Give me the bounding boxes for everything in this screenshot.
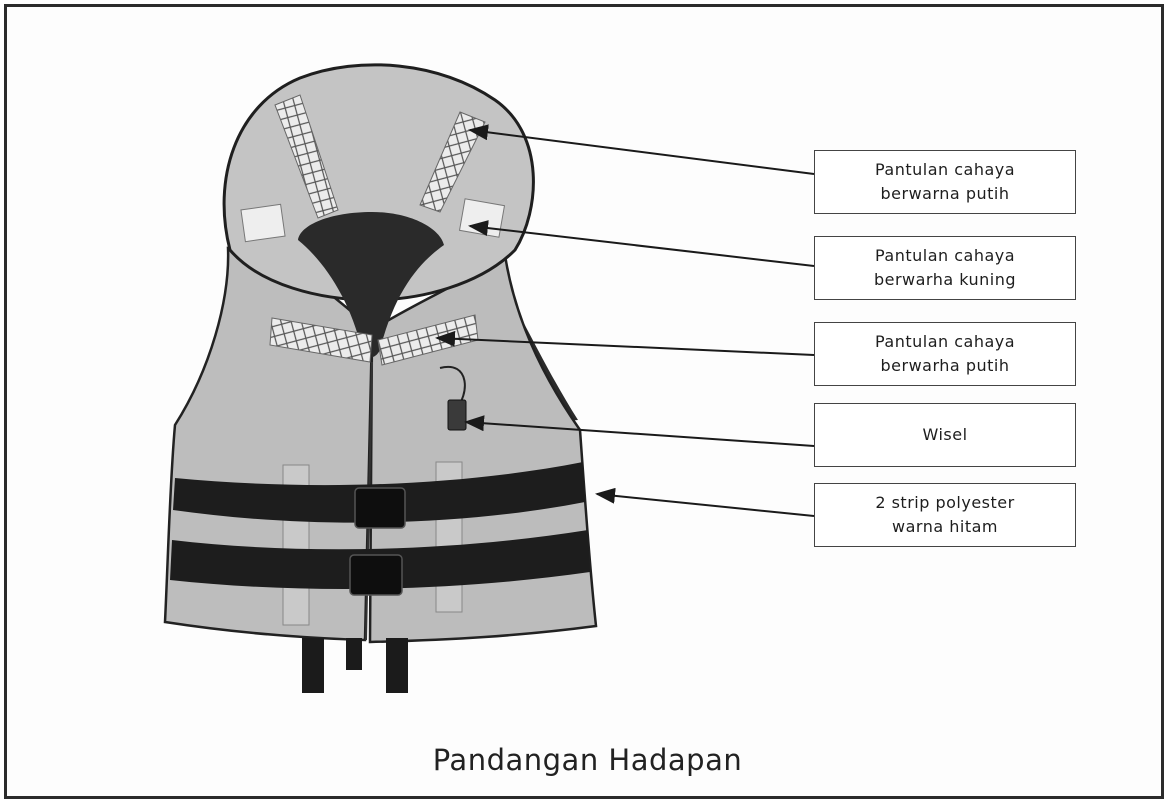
bottom-strap-mid: [346, 638, 362, 670]
buckle-upper: [355, 488, 405, 528]
reflector-patch-left: [241, 204, 285, 241]
label-box-collar-reflector: Pantulan cahaya berwarna putih: [814, 150, 1076, 214]
bottom-strap-left: [302, 638, 324, 693]
bottom-strap-right: [386, 638, 408, 693]
label-polyester-strip: 2 strip polyester warna hitam: [875, 491, 1014, 539]
reflector-patch-right: [460, 199, 505, 237]
label-box-polyester-strip: 2 strip polyester warna hitam: [814, 483, 1076, 547]
label-yellow-reflector: Pantulan cahaya berwarha kuning: [874, 244, 1016, 292]
label-whistle: Wisel: [922, 423, 967, 447]
figure-caption: Pandangan Hadapan: [0, 743, 1175, 777]
label-chest-reflector: Pantulan cahaya berwarha putih: [875, 330, 1015, 378]
label-box-whistle: Wisel: [814, 403, 1076, 467]
label-box-chest-reflector: Pantulan cahaya berwarha putih: [814, 322, 1076, 386]
buckle-lower: [350, 555, 402, 595]
arrow-yellow-reflector: [470, 226, 814, 266]
label-box-yellow-reflector: Pantulan cahaya berwarha kuning: [814, 236, 1076, 300]
arrow-polyester-strip: [597, 494, 814, 516]
whistle: [448, 400, 466, 430]
label-collar-reflector: Pantulan cahaya berwarna putih: [875, 158, 1015, 206]
